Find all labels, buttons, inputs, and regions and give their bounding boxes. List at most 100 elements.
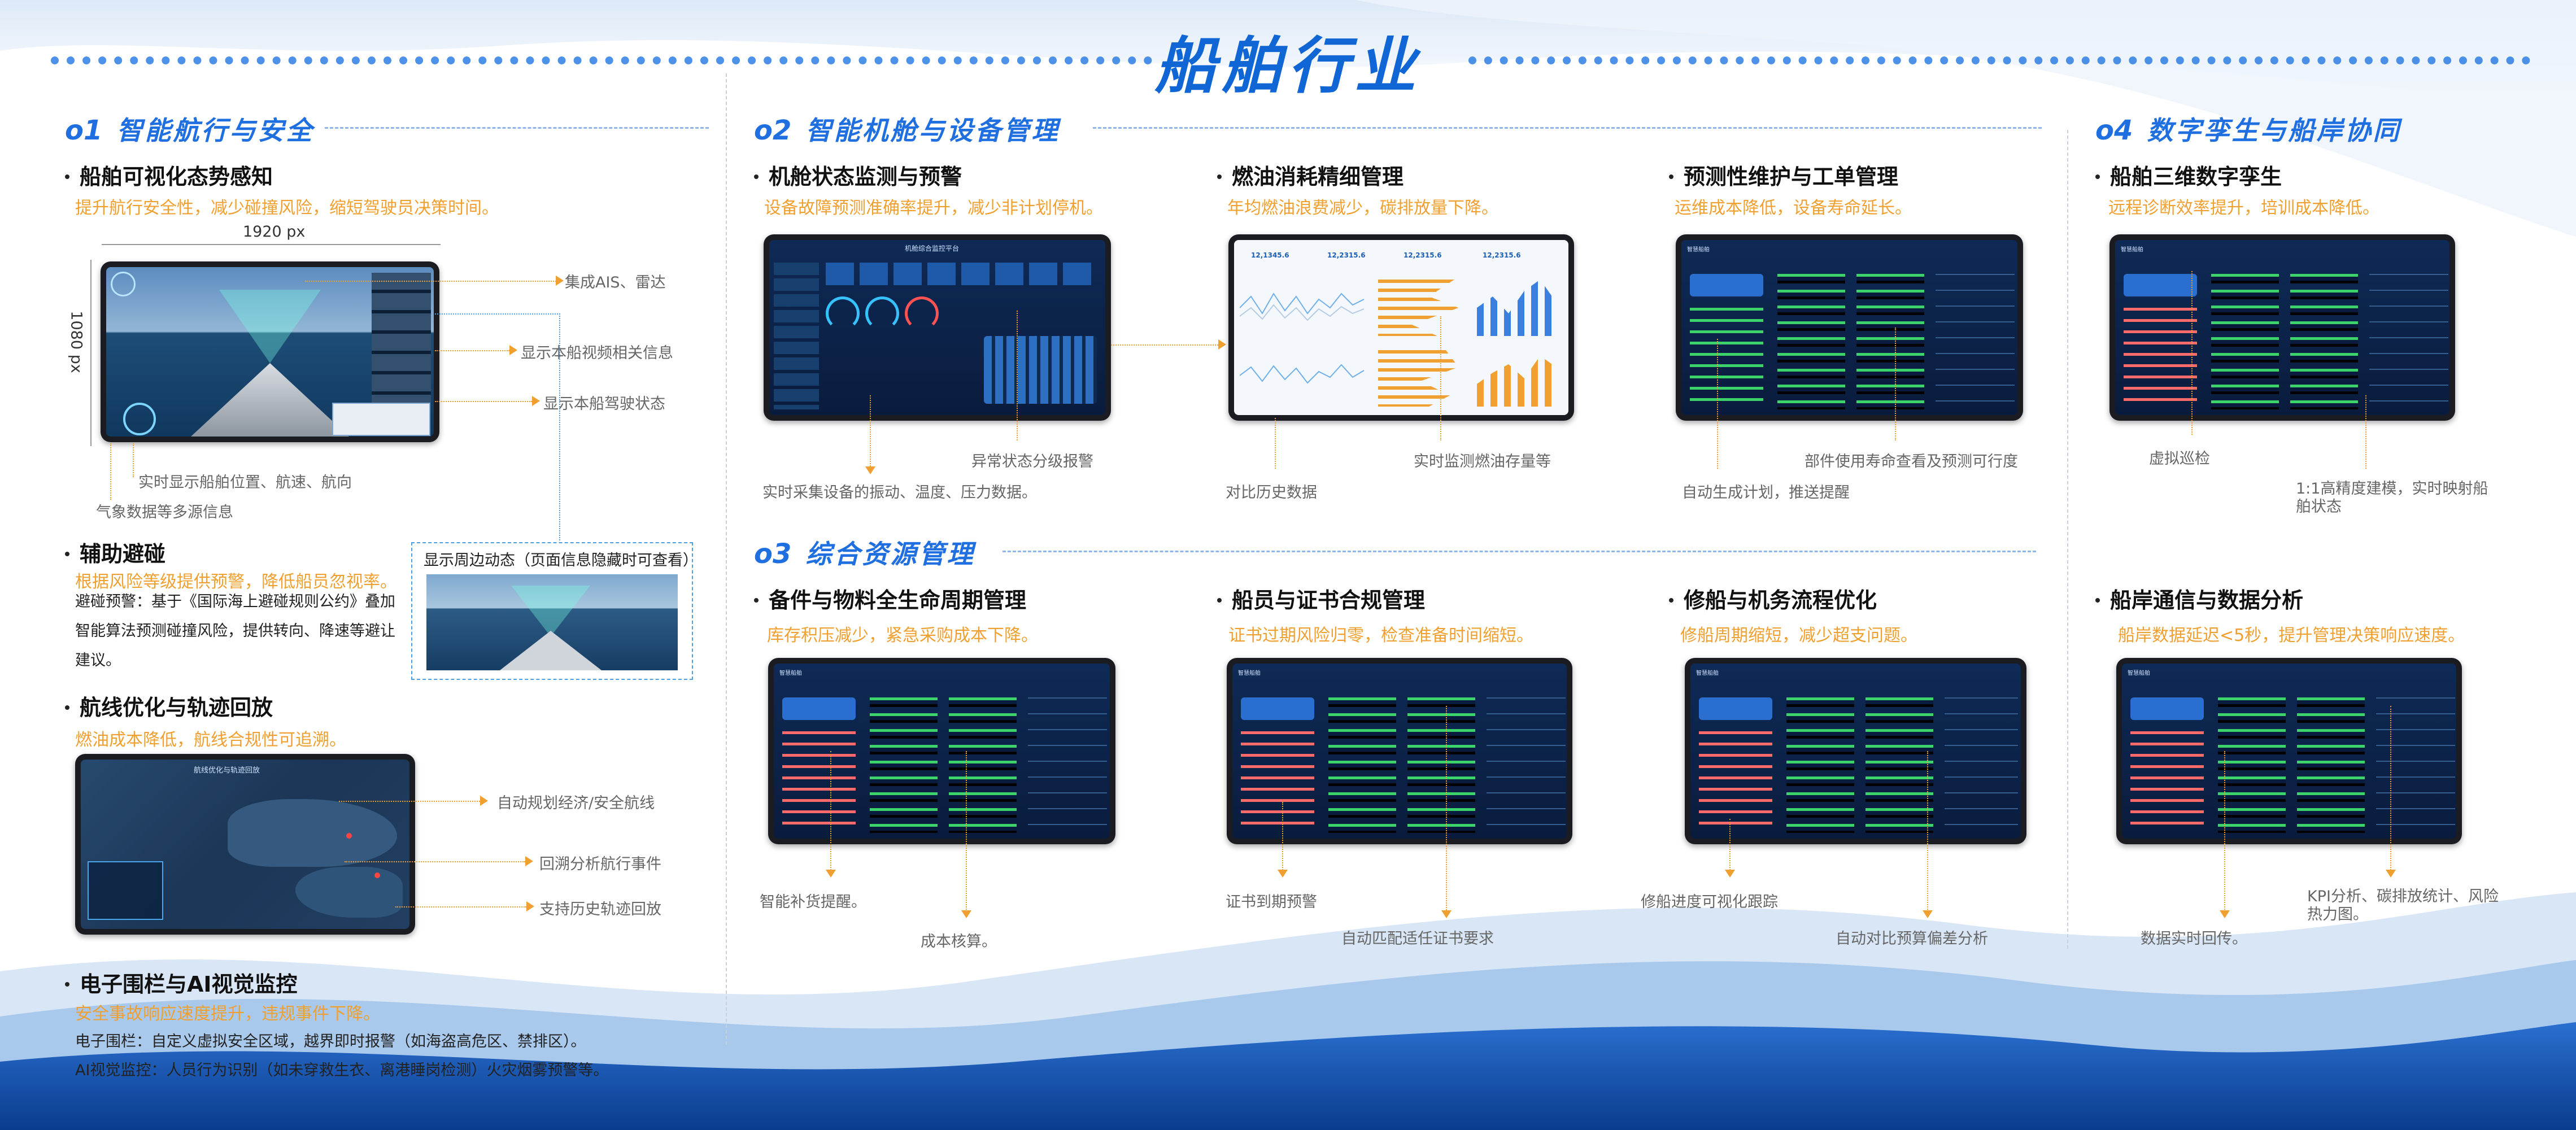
- repair-col-3: [1945, 697, 2018, 833]
- size-label-width: 1920 px: [243, 223, 306, 241]
- bullet-dot: [65, 551, 69, 556]
- spares-col-2: [949, 697, 1017, 833]
- twin-col-3: [2369, 274, 2448, 409]
- item-route-title: 航线优化与轨迹回放: [65, 690, 273, 721]
- fuel-tablet: 12,1345.6 12,2315.6 12,2315.6 12,2315.6: [1228, 234, 1574, 421]
- engine-machinery: [984, 336, 1097, 404]
- item-twin-title: 船舶三维数字孪生: [2095, 159, 2282, 190]
- callout-arrow-replay: [526, 901, 534, 911]
- callout-line-plan-gen: [1717, 339, 1718, 469]
- ship-bow: [191, 363, 349, 437]
- callout-arrow-collect: [865, 466, 875, 474]
- item-crew-label: 船员与证书合规管理: [1232, 588, 1426, 613]
- section-2-title: 智能机舱与设备管理: [805, 115, 1060, 146]
- title-dots-right: [1468, 56, 2530, 64]
- section-4-title: 数字孪生与船岸协同: [2147, 115, 2401, 146]
- section-2-rule: [1093, 127, 2042, 129]
- size-bracket-height: [90, 260, 91, 446]
- route-point-red-2: [374, 872, 380, 878]
- bullet-dot: [2095, 174, 2100, 179]
- item-maintenance-sub: 运维成本降低，设备寿命延长。: [1675, 198, 1912, 218]
- comm-left-bars: [2130, 731, 2204, 827]
- callout-line-state: [435, 401, 532, 402]
- callout-line-alarm: [1017, 311, 1018, 440]
- repair-ship-model: [1699, 697, 1772, 720]
- item-repair-label: 修船与机务流程优化: [1684, 588, 1877, 613]
- section-4-number: o4: [2095, 115, 2133, 146]
- item-fence-line1: 电子围栏：自定义虚拟安全区域，越界即时报警（如海盗高危区、禁排区）。: [75, 1033, 586, 1050]
- callout-ais: 集成AIS、雷达: [565, 274, 666, 291]
- callout-fuel-store: 实时监测燃油存量等: [1414, 453, 1551, 470]
- comm-ship-model: [2130, 697, 2204, 720]
- section-1-rule: [325, 127, 709, 129]
- item-twin-sub: 远程诊断效率提升，培训成本降低。: [2108, 198, 2379, 218]
- maintenance-col-2: [1856, 274, 1924, 409]
- callout-model-text: 1:1高精度建模，实时映射船舶状态: [2296, 480, 2488, 516]
- twin-col-2: [2290, 274, 2358, 409]
- spares-app-label: 智慧船舶: [779, 670, 802, 677]
- fuel-line-1b: [1240, 304, 1365, 321]
- callout-state: 显示本船驾驶状态: [543, 395, 665, 413]
- callout-history: 对比历史数据: [1226, 484, 1317, 501]
- section-3-title: 综合资源管理: [805, 539, 975, 569]
- page-title: 船舶行业: [1154, 31, 1422, 102]
- fuel-kpi-4: 12,2315.6: [1483, 251, 1521, 259]
- divider-2: [2067, 130, 2068, 949]
- item-fence-line2: AI视觉监控：人员行为识别（如未穿救生衣、离港睡岗检测）火灾烟雾预警等。: [75, 1062, 609, 1079]
- maintenance-col-3: [1936, 274, 2015, 409]
- callout-line-kpi: [2390, 706, 2391, 872]
- item-engine-monitor-sub: 设备故障预测准确率提升，减少非计划停机。: [764, 198, 1103, 218]
- spares-col-3: [1028, 697, 1107, 833]
- engine-gauges: [826, 296, 939, 330]
- callout-line-collect: [870, 395, 871, 469]
- callout-line-video: [435, 350, 509, 351]
- route-land-2: [295, 867, 403, 918]
- bullet-dot: [754, 597, 759, 603]
- crew-col-3: [1487, 697, 1566, 833]
- callout-position: 实时显示船舶位置、航速、航向: [138, 474, 352, 491]
- fuel-line-chart-1: [1240, 293, 1365, 321]
- item-collision-sub: 根据风险等级提供预警，降低船员忽视率。: [75, 572, 397, 592]
- ship-camera-screen: [106, 267, 434, 437]
- callout-arrow-ais: [556, 276, 564, 286]
- link-arrow-m1-m2: [1218, 339, 1226, 350]
- gauge-3: [905, 296, 939, 330]
- spares-tablet: 智慧船舶: [768, 658, 1115, 844]
- callout-repair-progress: 修船进度可视化跟踪: [1641, 893, 1778, 911]
- item-ship-visual-title: 船舶可视化态势感知: [65, 159, 273, 190]
- maintenance-app-label: 智慧船舶: [1687, 247, 1710, 253]
- callout-arrow-cert-expiry: [1278, 870, 1288, 878]
- callout-line-budget: [1927, 751, 1928, 912]
- twin-ship-model: [2124, 274, 2197, 296]
- bullet-dot: [1669, 597, 1673, 603]
- item-comm-label: 船岸通信与数据分析: [2110, 588, 2304, 613]
- comm-col-2: [2297, 697, 2365, 833]
- item-comm-title: 船岸通信与数据分析: [2095, 583, 2303, 614]
- engine-monitor-tablet: 机舱综合监控平台: [764, 234, 1111, 421]
- bullet-dot: [2095, 597, 2100, 603]
- gauge-2: [865, 296, 899, 330]
- fuel-hbars-2: [1378, 350, 1459, 407]
- item-twin-label: 船舶三维数字孪生: [2110, 164, 2282, 189]
- bullet-dot: [65, 705, 69, 710]
- callout-line-cert-expiry: [1282, 802, 1283, 872]
- route-panel: [88, 861, 163, 920]
- item-fuel-sub: 年均燃油浪费减少，碳排放量下降。: [1227, 198, 1498, 218]
- comm-col-3: [2376, 697, 2455, 833]
- spares-screen: 智慧船舶: [774, 664, 1110, 839]
- radar-sector: [219, 290, 321, 363]
- bullet-dot: [65, 981, 69, 987]
- spares-col-1: [870, 697, 938, 833]
- size-bracket-width: [102, 244, 441, 245]
- item-engine-monitor-label: 机舱状态监测与预警: [769, 164, 962, 189]
- callout-arrow-analysis: [525, 856, 533, 866]
- callout-arrow-repair-progress: [1725, 870, 1735, 878]
- callout-line-weather: [110, 443, 111, 500]
- callout-costing: 成本核算。: [921, 933, 997, 950]
- section-3-header: o3 综合资源管理: [754, 534, 2036, 570]
- maintenance-ship-model: [1690, 274, 1763, 296]
- inset-caption: 显示周边动态（页面信息隐藏时可查看）: [424, 552, 698, 569]
- fuel-vbars-orange: [1477, 356, 1556, 407]
- item-fuel-title: 燃油消耗精细管理: [1217, 159, 1403, 190]
- callout-plan: 自动规划经济/安全航线: [497, 795, 655, 812]
